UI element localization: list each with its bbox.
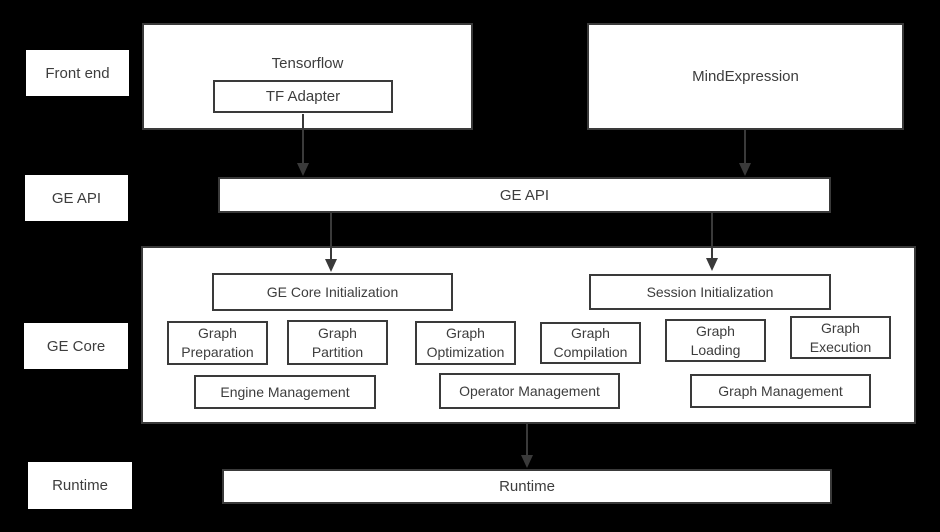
ge-api-bar-label: GE API xyxy=(499,186,550,204)
ge-core-initialization-box: GE Core Initialization xyxy=(212,273,453,311)
tensorflow-label: Tensorflow xyxy=(271,55,344,72)
module-graph-loading-box: Graph Loading xyxy=(665,319,766,362)
arrow-head-icon xyxy=(297,163,309,176)
arrow-mindexpression-to-ge-api xyxy=(739,130,751,176)
ge-core-initialization-label: GE Core Initialization xyxy=(266,283,399,300)
arrow-line xyxy=(744,130,746,165)
ge-api-bar: GE API xyxy=(218,177,831,213)
arrow-line xyxy=(330,213,332,261)
module-graph-preparation-label: Graph Preparation xyxy=(181,325,254,360)
engine-management-label: Engine Management xyxy=(220,383,350,400)
tf-adapter-box: TF Adapter xyxy=(213,80,393,113)
module-graph-partition-box: Graph Partition xyxy=(287,320,388,365)
module-graph-compilation-box: Graph Compilation xyxy=(540,322,641,364)
mindexpression-box: MindExpression xyxy=(587,23,904,130)
session-initialization-label: Session Initialization xyxy=(646,283,774,300)
row-label-ge-api: GE API xyxy=(25,175,128,221)
module-graph-partition-label: Graph Partition xyxy=(311,324,364,360)
arrow-tf-adapter-to-ge-api xyxy=(297,114,309,176)
row-label-runtime-text: Runtime xyxy=(52,477,108,494)
mindexpression-label: MindExpression xyxy=(692,68,799,85)
module-graph-optimization-box: Graph Optimization xyxy=(415,321,516,365)
module-graph-preparation-box: Graph Preparation xyxy=(167,321,268,365)
arrow-ge-api-to-session-initialization xyxy=(706,213,718,271)
arrow-ge-core-to-runtime xyxy=(521,424,533,468)
graph-management-box: Graph Management xyxy=(690,374,871,408)
arrow-line xyxy=(526,424,528,457)
operator-management-label: Operator Management xyxy=(459,382,600,399)
runtime-bar: Runtime xyxy=(222,469,832,504)
arrow-head-icon xyxy=(706,258,718,271)
arrow-head-icon xyxy=(739,163,751,176)
session-initialization-box: Session Initialization xyxy=(589,274,831,310)
module-graph-loading-label: Graph Loading xyxy=(690,322,741,358)
tf-adapter-label: TF Adapter xyxy=(265,88,341,105)
row-label-ge-core-text: GE Core xyxy=(46,337,106,355)
row-label-runtime: Runtime xyxy=(28,462,132,509)
module-graph-compilation-label: Graph Compilation xyxy=(553,325,628,360)
module-graph-execution-box: Graph Execution xyxy=(790,316,891,359)
row-label-front-end: Front end xyxy=(26,50,129,96)
arrow-ge-api-to-ge-core-initialization xyxy=(325,213,337,272)
runtime-bar-label: Runtime xyxy=(499,478,555,495)
module-graph-optimization-label: Graph Optimization xyxy=(426,325,505,360)
arrow-line xyxy=(711,213,713,260)
graph-management-label: Graph Management xyxy=(718,382,843,399)
arrow-line xyxy=(302,114,304,165)
module-graph-execution-label: Graph Execution xyxy=(809,319,872,355)
row-label-ge-core: GE Core xyxy=(24,323,128,369)
arrow-head-icon xyxy=(325,259,337,272)
operator-management-box: Operator Management xyxy=(439,373,620,409)
engine-management-box: Engine Management xyxy=(194,375,376,409)
row-label-front-end-text: Front end xyxy=(45,64,110,82)
arrow-head-icon xyxy=(521,455,533,468)
row-label-ge-api-text: GE API xyxy=(51,189,102,207)
